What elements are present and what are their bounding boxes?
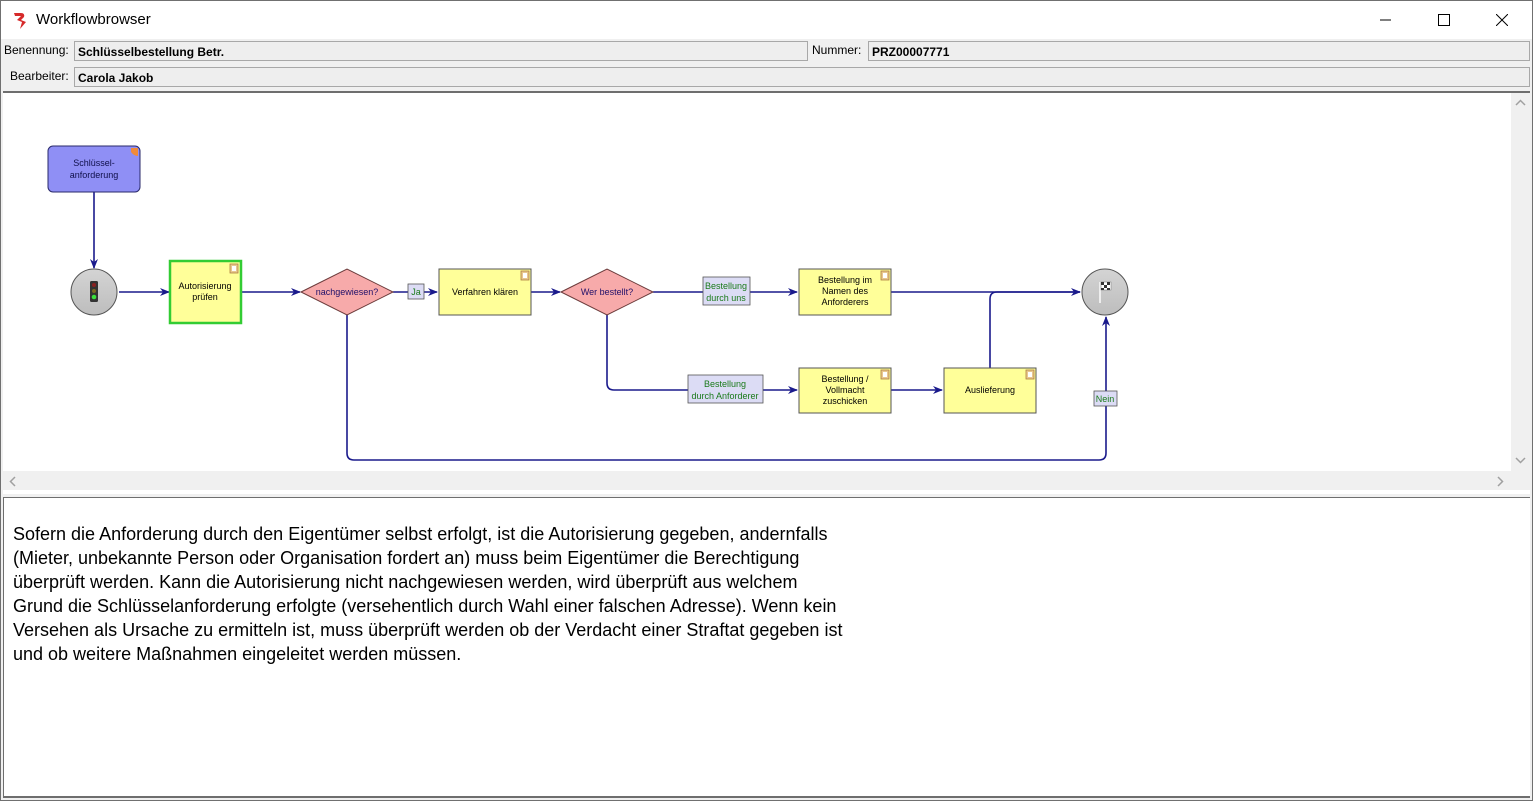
workflow-canvas[interactable]: Schlüssel- anforderung Autorisierung prü… (3, 91, 1530, 496)
maximize-icon (1438, 14, 1450, 26)
description-text: Sofern die Anforderung durch den Eigentü… (13, 524, 843, 664)
start-event-line-2: anforderung (70, 170, 119, 180)
task-auslieferung[interactable]: Auslieferung (943, 367, 1037, 414)
edge-nachgewiesen-nein-to-end (346, 315, 1110, 461)
scroll-left-icon[interactable] (9, 476, 17, 487)
clipboard-icon (520, 270, 530, 281)
task-verfahren-label: Verfahren klären (452, 287, 518, 297)
benennung-label: Benennung: (4, 43, 69, 57)
decision-wer-bestellt[interactable]: Wer bestellt? (559, 268, 655, 316)
task-autorisierung-line-2: prüfen (192, 292, 218, 302)
edge-label-durch-anforderer: Bestellung durch Anforderer (687, 374, 764, 404)
decision-nachgewiesen-label: nachgewiesen? (316, 287, 379, 297)
edge-label-durch-uns-line-2: durch uns (706, 293, 746, 303)
edge-label-nein: Nein (1093, 390, 1118, 407)
close-button[interactable] (1473, 1, 1531, 39)
nummer-label: Nummer: (812, 43, 862, 57)
clipboard-icon (229, 263, 239, 274)
minimize-button[interactable] (1357, 1, 1415, 39)
app-logo-icon (14, 13, 26, 29)
clipboard-icon (1025, 369, 1035, 380)
scroll-down-icon[interactable] (1515, 456, 1526, 464)
horizontal-scrollbar[interactable] (3, 471, 1511, 490)
edge-label-nein-text: Nein (1096, 394, 1115, 404)
scroll-right-icon[interactable] (1496, 476, 1504, 487)
edge-label-durch-anforderer-line-2: durch Anforderer (691, 391, 758, 401)
close-icon (1496, 14, 1508, 26)
nummer-field[interactable]: PRZ00007771 (868, 41, 1530, 61)
benennung-field[interactable]: Schlüsselbestellung Betr. (74, 41, 808, 61)
vertical-scrollbar[interactable] (1511, 93, 1530, 471)
description-panel[interactable]: Sofern die Anforderung durch den Eigentü… (3, 498, 1530, 798)
edge-wer-to-vollmacht (606, 315, 798, 394)
start-event-node[interactable]: Schlüssel- anforderung (47, 145, 141, 193)
end-event-node[interactable] (1081, 268, 1129, 316)
task-autorisierung-pruefen[interactable]: Autorisierung prüfen (168, 259, 243, 325)
maximize-button[interactable] (1415, 1, 1473, 39)
decision-wer-label: Wer bestellt? (581, 287, 633, 297)
task-vollmacht-line-2: Vollmacht (825, 385, 865, 395)
splitter[interactable] (3, 494, 1530, 498)
title-bar: Workflowbrowser (1, 1, 1532, 39)
scrollbar-corner (1511, 471, 1530, 490)
task-verfahren-klaeren[interactable]: Verfahren klären (438, 268, 532, 316)
traffic-light-icon (90, 281, 98, 302)
start-signal-node[interactable] (70, 268, 118, 316)
checkered-flag-icon (1099, 281, 1112, 303)
edge-label-durch-uns-line-1: Bestellung (705, 281, 747, 291)
start-event-line-1: Schlüssel- (73, 158, 115, 168)
task-namen-line-2: Namen des (822, 286, 869, 296)
edge-label-durch-uns: Bestellung durch uns (702, 276, 751, 306)
edge-auslieferung-to-end (989, 291, 1080, 368)
task-vollmacht-line-1: Bestellung / (821, 374, 869, 384)
task-bestellung-im-namen[interactable]: Bestellung im Namen des Anforderers (798, 268, 892, 316)
bearbeiter-field[interactable]: Carola Jakob (74, 67, 1530, 87)
clipboard-icon (880, 270, 890, 281)
task-namen-line-3: Anforderers (821, 297, 869, 307)
task-namen-line-1: Bestellung im (818, 275, 872, 285)
scroll-up-icon[interactable] (1515, 99, 1526, 107)
workflow-diagram: Schlüssel- anforderung Autorisierung prü… (47, 145, 1129, 461)
edge-label-ja: Ja (407, 283, 425, 300)
task-bestellung-vollmacht[interactable]: Bestellung / Vollmacht zuschicken (798, 367, 892, 414)
edge-label-ja-text: Ja (411, 287, 421, 297)
decision-nachgewiesen[interactable]: nachgewiesen? (299, 268, 395, 316)
window-title: Workflowbrowser (36, 11, 151, 28)
task-autorisierung-line-1: Autorisierung (178, 281, 231, 291)
edge-label-durch-anforderer-line-1: Bestellung (704, 379, 746, 389)
clipboard-icon (880, 369, 890, 380)
hand-icon (131, 148, 138, 156)
minimize-icon (1380, 19, 1391, 21)
bearbeiter-label: Bearbeiter: (10, 69, 69, 83)
task-vollmacht-line-3: zuschicken (823, 396, 868, 406)
task-auslieferung-label: Auslieferung (965, 385, 1015, 395)
